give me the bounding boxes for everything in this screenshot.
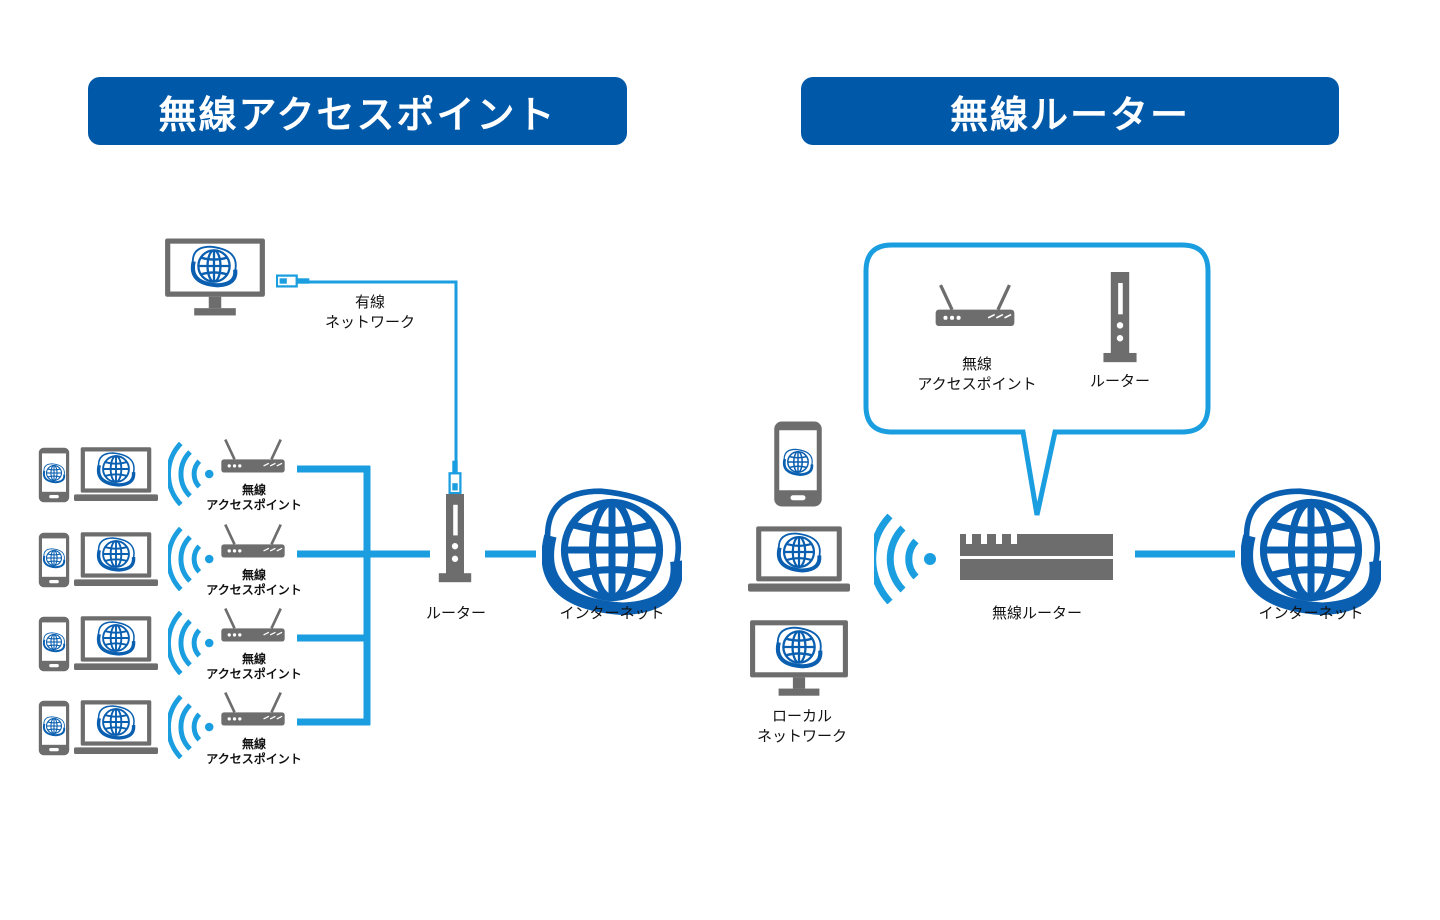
router-label: ルーター [425, 604, 486, 622]
ap-label: 無線 アクセスポイント [198, 737, 310, 767]
local-label-line1: ローカル [771, 707, 832, 725]
ap-label-line1: 無線 [241, 483, 266, 497]
ap-label: 無線 アクセスポイント [198, 483, 310, 513]
lan-connector-icon [276, 274, 311, 288]
ap-label-line1: 無線 [241, 568, 266, 582]
ap-label-line2: アクセスポイント [206, 498, 302, 512]
local-label-line2: ネットワーク [756, 726, 847, 745]
ap-label-line2: アクセスポイント [206, 752, 302, 766]
wired-label-line2: ネットワーク [324, 312, 415, 331]
wired-network-label: 有線 ネットワーク [318, 293, 422, 332]
ap-label: 無線 アクセスポイント [198, 568, 310, 598]
ap-label-line1: 無線 [241, 737, 266, 751]
bubble-ap-line2: アクセスポイント [917, 374, 1037, 393]
access-point-icon [220, 691, 286, 727]
bubble-router-label: ルーター [1089, 372, 1150, 390]
router-icon [438, 494, 472, 583]
internet-globe-icon [548, 491, 679, 609]
bubble-ap-label: 無線 アクセスポイント [902, 355, 1052, 394]
ap-label-line2: アクセスポイント [206, 583, 302, 597]
ap-label-line2: アクセスポイント [206, 667, 302, 681]
title-banner-wireless-router: 無線ルーター [801, 77, 1339, 145]
internet-label: インターネット [559, 604, 665, 622]
bubble-ap-line1: 無線 [961, 355, 992, 373]
wifi-icon [873, 516, 936, 602]
ap-label: 無線 アクセスポイント [198, 652, 310, 682]
internet-globe-icon [1247, 491, 1378, 609]
wireless-router-icon [960, 534, 1113, 580]
title-banner-access-point: 無線アクセスポイント [88, 77, 627, 145]
ap-label-line1: 無線 [241, 652, 266, 666]
access-point-icon [220, 438, 286, 474]
local-network-label: ローカル ネットワーク [744, 707, 860, 746]
internet-label: インターネット [1258, 604, 1364, 622]
wired-label-line1: 有線 [354, 293, 385, 311]
lan-connector-icon [448, 459, 462, 494]
wireless-router-label: 無線ルーター [991, 604, 1082, 622]
wired-cables [297, 280, 1235, 726]
access-point-icon [220, 607, 286, 643]
access-point-icon [220, 523, 286, 559]
